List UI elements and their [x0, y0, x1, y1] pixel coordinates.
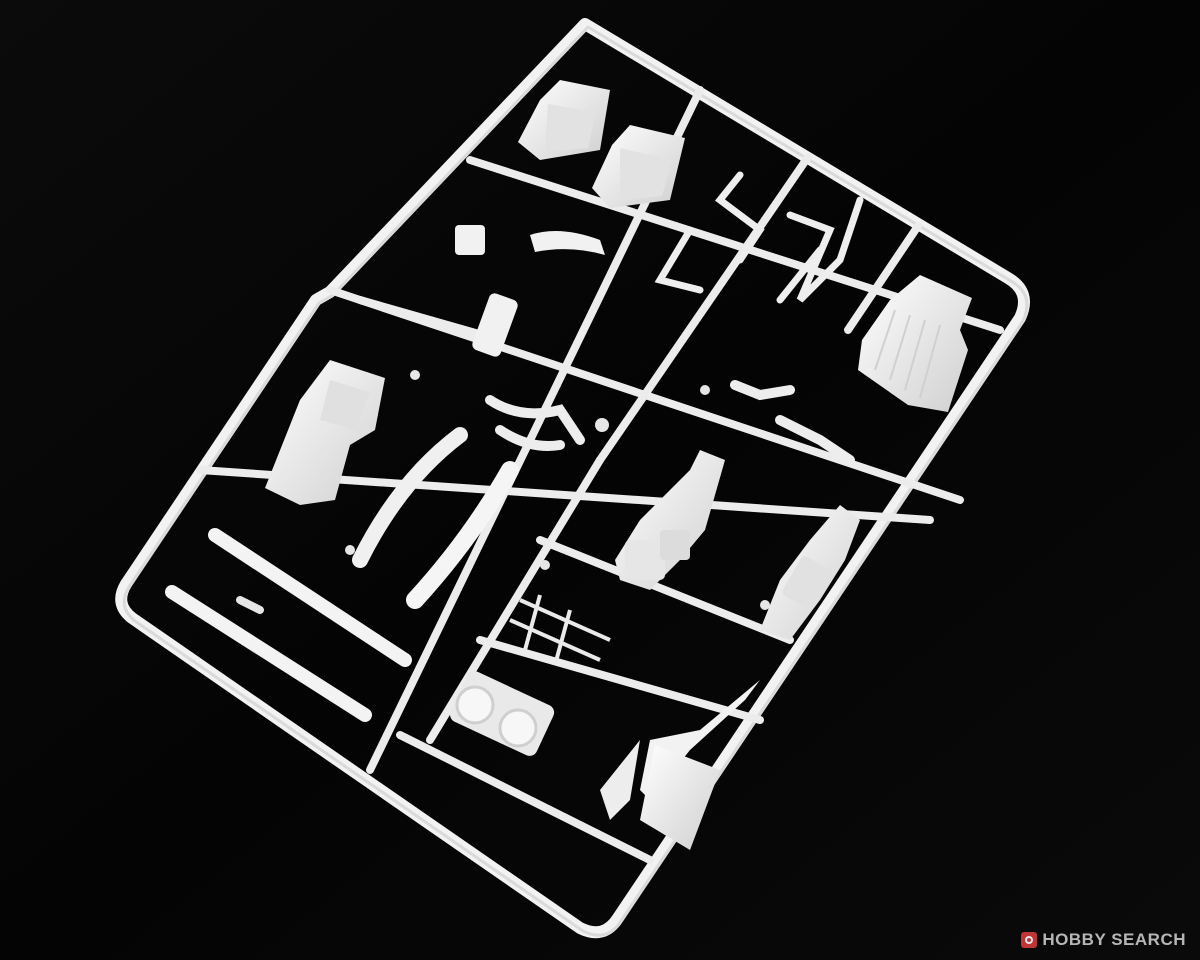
roll-cage-parts — [654, 171, 864, 304]
small-parts-upper — [455, 225, 605, 357]
sprue-gate-tabs — [345, 370, 770, 610]
undertray-part — [265, 360, 385, 505]
spoiler-parts — [352, 427, 519, 609]
sprue-frame — [115, 18, 1030, 939]
radiator-lattice-part — [509, 594, 611, 666]
seat-part-right — [592, 125, 685, 208]
hobby-search-logo-icon — [1021, 932, 1038, 948]
gearbox-part — [760, 505, 860, 640]
suspension-parts — [485, 380, 855, 465]
interior-panel-part — [858, 275, 972, 412]
brake-disc-parts — [450, 671, 555, 756]
watermark-text: HOBBY SEARCH — [1042, 930, 1186, 949]
side-rail-parts — [165, 528, 412, 722]
fender-part — [600, 680, 760, 850]
watermark: HOBBY SEARCH — [1021, 930, 1186, 950]
engine-part — [615, 450, 725, 590]
seat-part-left — [518, 80, 610, 160]
